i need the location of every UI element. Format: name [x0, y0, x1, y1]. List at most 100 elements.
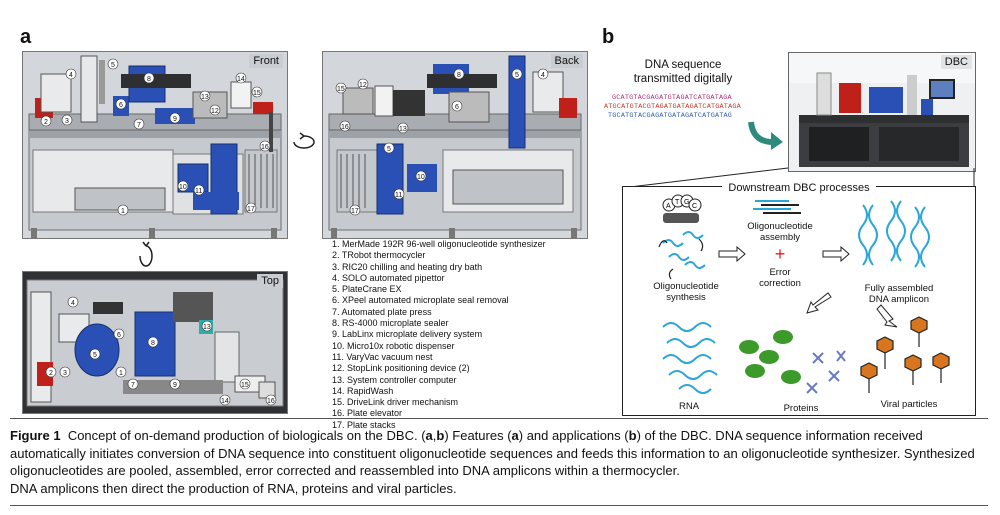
svg-text:8: 8: [147, 76, 151, 83]
svg-text:13: 13: [203, 324, 211, 331]
svg-text:6: 6: [119, 102, 123, 109]
svg-text:5: 5: [93, 352, 97, 359]
svg-text:C: C: [692, 203, 697, 210]
proteins-icon: [739, 330, 846, 394]
svg-text:3: 3: [65, 118, 69, 125]
svg-text:2: 2: [49, 370, 53, 377]
sequence-line: ATGCATGTACGTAGATGATAGATCATGATAGA: [604, 103, 741, 111]
legend-item: 3. RIC20 chilling and heating dry bath: [332, 261, 483, 272]
svg-text:4: 4: [541, 72, 545, 79]
svg-text:16: 16: [261, 144, 269, 151]
panel-a-letter: a: [20, 26, 32, 48]
legend-item: 9. LabLinx microplate delivery system: [332, 329, 483, 340]
svg-text:T: T: [675, 199, 680, 206]
svg-text:9: 9: [173, 116, 177, 123]
svg-text:7: 7: [137, 122, 141, 129]
svg-text:12: 12: [359, 82, 367, 89]
panel-b-letter: b: [602, 26, 615, 48]
svg-text:10: 10: [179, 184, 187, 191]
legend-item: 12. StopLink positioning device (2): [332, 363, 470, 374]
back-view-render: 15 12 16 13 8 6 5 4 5 10 11 17 Back: [322, 51, 588, 239]
zoom-callout-lines: [621, 167, 975, 189]
legend-item: 14. RapidWash: [332, 385, 394, 396]
rotate-vertical-icon: [139, 241, 153, 267]
svg-text:G: G: [684, 199, 689, 206]
plus-sign: +: [774, 244, 786, 264]
svg-text:7: 7: [131, 382, 135, 389]
front-label: Front: [249, 54, 283, 68]
rna-label: RNA: [678, 401, 700, 412]
caption-ref: b: [628, 428, 637, 443]
rna-strands-icon: [662, 322, 718, 394]
proteins-label: Proteins: [783, 403, 819, 414]
figure-label: Figure 1: [10, 428, 61, 443]
svg-text:15: 15: [253, 90, 261, 97]
dbc-photo-label: DBC: [940, 55, 972, 69]
svg-text:5: 5: [111, 62, 115, 69]
svg-text:2: 2: [44, 119, 48, 126]
svg-text:10: 10: [417, 174, 425, 181]
svg-text:16: 16: [341, 124, 349, 131]
component-legend: 1. MerMade 192R 96-well oligonucleotide …: [332, 239, 592, 431]
svg-text:A: A: [666, 203, 671, 210]
svg-text:3: 3: [63, 370, 67, 377]
svg-text:11: 11: [395, 192, 402, 199]
dna-helix-icon: [858, 200, 930, 268]
svg-text:13: 13: [399, 126, 407, 133]
svg-text:14: 14: [237, 76, 245, 83]
legend-item: 7. Automated plate press: [332, 306, 432, 317]
svg-text:4: 4: [71, 300, 75, 307]
svg-text:8: 8: [151, 340, 155, 347]
downstream-title: Downstream DBC processes: [722, 182, 876, 194]
svg-text:1: 1: [121, 208, 125, 215]
transmitted-digitally-label: DNA sequence transmitted digitally: [633, 59, 733, 85]
legend-item: 6. XPeel automated microplate seal remov…: [332, 295, 509, 306]
fully-assembled-label: Fully assembled DNA amplicon: [864, 283, 934, 305]
caption-ref: a: [425, 428, 433, 443]
nucleotide-synthesizer-icon: A T G C: [662, 194, 702, 223]
legend-item: 4. SOLO automated pipettor: [332, 272, 445, 283]
front-view-illustration: 1 2 3 4 5 6 7 8 9 10 11 12 13 14 15 16 1…: [23, 52, 287, 238]
svg-text:4: 4: [69, 72, 73, 79]
top-label: Top: [257, 274, 283, 288]
svg-text:11: 11: [195, 188, 202, 195]
caption-text: ) Features (: [444, 428, 512, 443]
viral-particles-label: Viral particles: [880, 399, 938, 410]
transmit-arrow-icon: [748, 121, 783, 150]
legend-item: 15. DriveLink driver mechanism: [332, 397, 459, 408]
downstream-illustration: A T G C: [658, 194, 950, 394]
svg-text:8: 8: [457, 72, 461, 79]
svg-text:6: 6: [117, 332, 121, 339]
svg-text:17: 17: [247, 206, 255, 213]
svg-text:6: 6: [455, 104, 459, 111]
dbc-photo-illustration: [789, 53, 975, 171]
svg-text:1: 1: [119, 370, 123, 377]
viral-particles-icon: [860, 316, 950, 393]
legend-item: 13. System controller computer: [332, 374, 457, 385]
downstream-processes-box: A T G C: [622, 182, 976, 416]
legend-item: 10. Micro10x robotic dispenser: [332, 340, 455, 351]
svg-text:15: 15: [241, 382, 249, 389]
error-correction-label: Error correction: [759, 267, 801, 289]
legend-item: 8. RS-4000 microplate sealer: [332, 318, 449, 329]
svg-text:9: 9: [173, 382, 177, 389]
legend-item: 17. Plate stacks: [332, 419, 396, 430]
legend-item: 5. PlateCrane EX: [332, 284, 402, 295]
caption-ref: b: [436, 428, 445, 443]
rotate-horizontal-icon: [293, 132, 315, 149]
caption-text: ,: [432, 428, 437, 443]
svg-text:5: 5: [387, 146, 391, 153]
svg-text:15: 15: [337, 86, 345, 93]
oligo-assembly-label: Oligonucleotide assembly: [747, 221, 813, 243]
top-view-illustration: 1 2 3 4 5 6 7 8 9 13 14 15 16: [23, 272, 287, 413]
front-callouts: 1 2 3 4 5 6 7 8 9 10 11 12 13 14 15 16 1…: [40, 58, 271, 216]
legend-item: 2. TRobot thermocycler: [332, 250, 426, 261]
legend-item: 16. Plate elevator: [332, 408, 403, 419]
caption-text: ) and applications (: [518, 428, 629, 443]
back-view-illustration: 15 12 16 13 8 6 5 4 5 10 11 17: [323, 52, 587, 238]
oligonucleotide-strands-icon: [662, 231, 706, 269]
caption-text: DNA amplicons then direct the production…: [10, 480, 457, 496]
front-view-render: 1 2 3 4 5 6 7 8 9 10 11 12 13 14 15 16 1…: [22, 51, 288, 239]
svg-text:17: 17: [351, 208, 359, 215]
svg-text:16: 16: [267, 398, 275, 405]
